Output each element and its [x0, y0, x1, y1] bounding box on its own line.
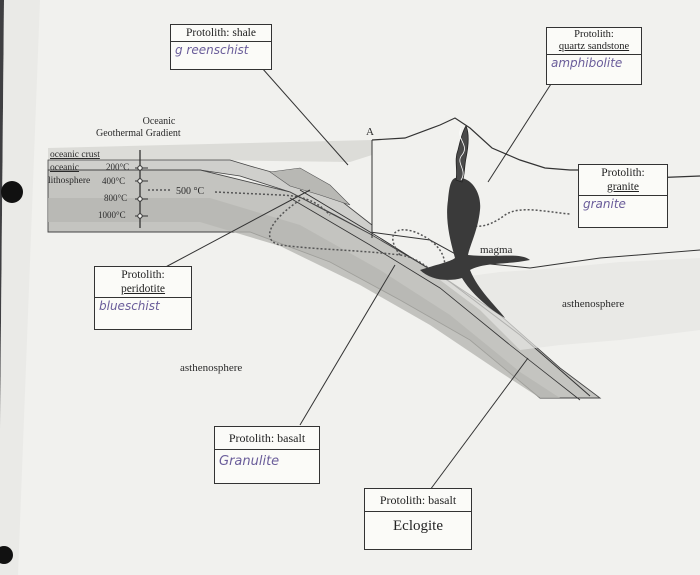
gradient-dot [137, 165, 143, 171]
temp-800-label: 800°C [104, 193, 128, 203]
slab-inner-band [48, 198, 560, 398]
magma-conduit-outline [459, 127, 465, 181]
punch-hole [1, 181, 23, 203]
temp-400-label: 400°C [102, 176, 126, 186]
box-peridotite-title-line2: peridotite [120, 283, 166, 295]
magma-label: magma [480, 244, 513, 256]
magma-chamber [420, 177, 530, 318]
dashed-melt-path [268, 199, 441, 279]
box-peridotite-title: Protolith: peridotite [95, 267, 191, 298]
slab-edge-line-2 [289, 197, 581, 401]
box-quartz-title-line1: Protolith: [574, 29, 614, 40]
oceanic-gradient-label: Oceanic [124, 116, 194, 127]
oceanic-crust-label: oceanic crust [50, 150, 100, 160]
temp-1000-label: 1000°C [98, 210, 126, 220]
oceanic-gradient-label-line2: Geothermal Gradient [96, 128, 181, 139]
box-quartz-title-line2: quartz sandstone [558, 41, 630, 52]
dashed-granite-path [449, 209, 571, 227]
box-shale-answer: g reenschist [175, 43, 249, 57]
punch-hole [0, 546, 13, 564]
box-granite-title: Protolith: granite [579, 165, 667, 196]
leader-basalt2 [429, 357, 529, 491]
leader-shale [261, 67, 349, 166]
box-peridotite-answer: blueschist [99, 299, 160, 313]
accretionary-wedge [269, 167, 351, 206]
box-protolith-granite: Protolith: granite granite [578, 164, 668, 228]
box-protolith-quartz: Protolith: quartz sandstone amphibolite [546, 27, 642, 85]
magma-conduit [455, 125, 469, 183]
point-a-label: A [366, 126, 374, 138]
box-basalt1-answer: Granulite [219, 454, 280, 469]
oceanic-gradient-label-line1: Oceanic [142, 116, 176, 127]
leader-basalt1 [299, 264, 396, 426]
box-protolith-shale: Protolith: shale g reenschist [170, 24, 272, 70]
gradient-dot [137, 213, 143, 219]
leader-quartz [487, 69, 561, 183]
box-basalt2-title: Protolith: basalt [365, 489, 471, 512]
gradient-dot [137, 178, 143, 184]
isotherm-500-line-2 [214, 191, 331, 216]
oceanic-lithosphere-label-line2: lithosphere [48, 176, 91, 186]
asthenosphere-left-label: asthenosphere [180, 362, 243, 374]
box-protolith-basalt-2: Protolith: basalt Eclogite [364, 488, 472, 550]
box-quartz-answer: amphibolite [551, 56, 623, 70]
box-granite-title-line2: granite [607, 181, 639, 193]
paper-shadow [0, 0, 40, 575]
temp-200-label: 200°C [106, 162, 130, 172]
ocean-water [48, 140, 372, 162]
box-protolith-basalt-1: Protolith: basalt Granulite [214, 426, 320, 484]
box-quartz-title: Protolith: quartz sandstone [547, 28, 641, 55]
mantle-shading [440, 258, 700, 350]
box-basalt1-title: Protolith: basalt [215, 427, 319, 450]
box-granite-answer: granite [583, 197, 626, 211]
box-granite-title-line1: Protolith: [601, 167, 645, 179]
box-peridotite-title-line1: Protolith: [121, 269, 165, 281]
gradient-dot [137, 196, 143, 202]
continental-crust-base [369, 231, 700, 269]
box-shale-title: Protolith: shale [171, 25, 271, 42]
box-protolith-peridotite: Protolith: peridotite blueschist [94, 266, 192, 330]
asthenosphere-right-label: asthenosphere [562, 298, 625, 310]
box-basalt2-answer: Eclogite [393, 518, 443, 534]
dashed-melt-path-2 [392, 229, 446, 276]
oceanic-lithosphere-label-line1: oceanic [50, 163, 80, 173]
leader-peridotite [159, 189, 311, 271]
isotherm-500-label: 500 °C [176, 186, 205, 197]
